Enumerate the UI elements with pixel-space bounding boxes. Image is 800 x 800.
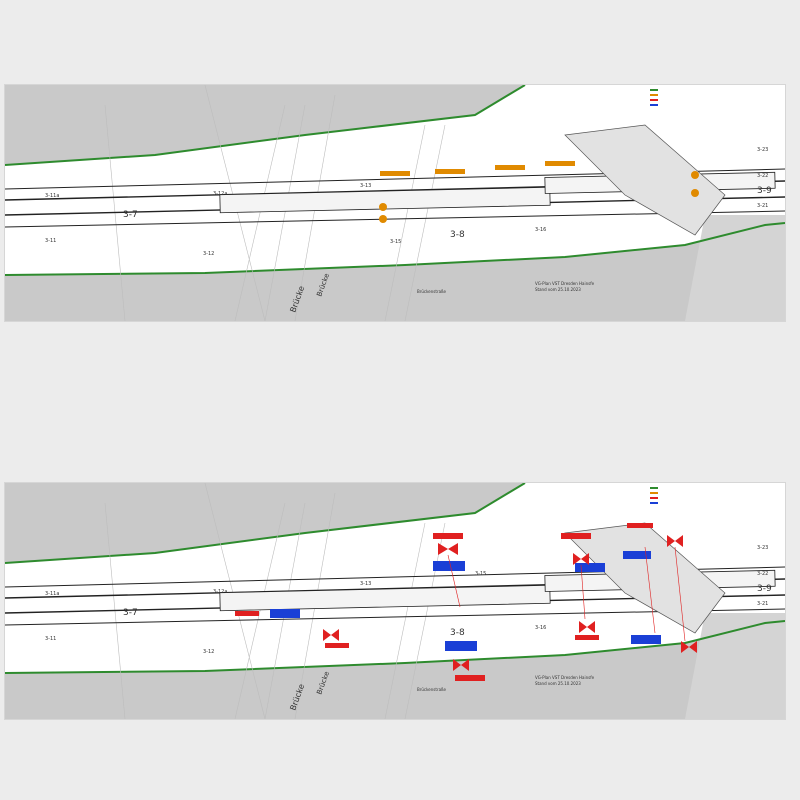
- track-label: 3-12: [203, 649, 214, 655]
- track-label: 3-16: [535, 625, 546, 631]
- hatched-structure: [564, 124, 726, 236]
- track-label: 3-9: [757, 584, 772, 594]
- track-label: 3-21: [757, 203, 768, 209]
- road-lines: [104, 85, 446, 321]
- track-label: 3-12a: [213, 589, 227, 595]
- track-label: 3-9: [757, 186, 772, 196]
- boundary-north: [5, 85, 526, 166]
- track-label: 3-11a: [45, 591, 59, 597]
- track-label: 3-11a: [45, 193, 59, 199]
- plan-date: Stand vom 25.10.2023: [535, 287, 581, 292]
- boundary-south: [5, 620, 785, 674]
- red-markers: [235, 523, 697, 681]
- track-label: 3-8: [450, 628, 465, 638]
- track-label: 3-13: [360, 183, 371, 189]
- track-label: 3-16: [535, 227, 546, 233]
- track-label: 3-15: [390, 239, 401, 245]
- site-plan-bottom: 3-11a 3-7 3-11 3-12a 3-12 3-13 3-15 3-8 …: [4, 482, 786, 720]
- track-label: 3-8: [450, 230, 465, 240]
- red-leaders: [447, 546, 686, 642]
- track-label: 3-21: [757, 601, 768, 607]
- orange-markers: [379, 161, 699, 223]
- plan-title: VG-Plan VST Dresden Hainsfe: [535, 281, 595, 286]
- gray-area-east: [685, 215, 785, 321]
- track-label: 3-22: [757, 173, 768, 179]
- blue-signs: [270, 551, 661, 651]
- street-label: Brückenstraße: [417, 289, 447, 294]
- gray-area-north: [5, 85, 525, 165]
- legend: [650, 89, 658, 106]
- track-label: 3-23: [757, 545, 768, 551]
- track-label: 3-11: [45, 636, 56, 642]
- site-plan-bottom-drawing: 3-11a 3-7 3-11 3-12a 3-12 3-13 3-15 3-8 …: [5, 483, 785, 719]
- track-label: 3-22: [757, 571, 768, 577]
- track-label: 3-12a: [213, 191, 227, 197]
- street-label: Brückenstraße: [417, 687, 447, 692]
- gray-area-north: [5, 483, 525, 563]
- track-label: 3-7: [123, 210, 138, 220]
- legend: [650, 487, 658, 504]
- track-label: 3-7: [123, 608, 138, 618]
- track-label: 3-11: [45, 238, 56, 244]
- boundary-north: [5, 483, 526, 564]
- track-label: 3-15: [475, 571, 486, 577]
- boundary-south: [5, 222, 785, 276]
- site-plan-top-drawing: 3-11a 3-7 3-11 3-12a 3-12 3-13 3-15 3-8 …: [5, 85, 785, 321]
- track-label: 3-23: [757, 147, 768, 153]
- track-label: 3-13: [360, 581, 371, 587]
- site-plan-top: 3-11a 3-7 3-11 3-12a 3-12 3-13 3-15 3-8 …: [4, 84, 786, 322]
- plan-date: Stand vom 25.10.2023: [535, 681, 581, 686]
- track-label: 3-12: [203, 251, 214, 257]
- plan-title: VG-Plan VST Dresden Hainsfe: [535, 675, 595, 680]
- gray-area-east: [685, 613, 785, 719]
